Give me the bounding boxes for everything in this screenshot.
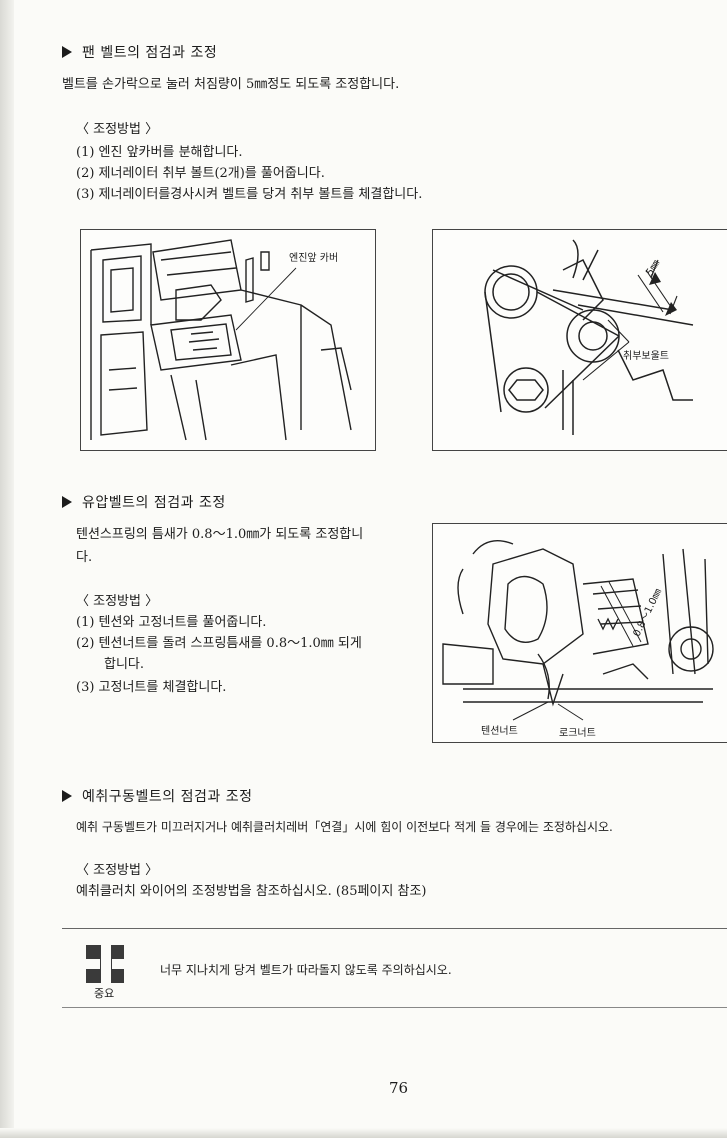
figure-hydraulic-belt-tension: 0.8～1.0㎜ 텐션너트 로크너트 (432, 523, 727, 743)
section2-heading-text: 유압벨트의 점검과 조정 (82, 495, 226, 511)
page-number: 76 (388, 1079, 409, 1097)
section3-description: 예취 구동벨트가 미끄러지거나 예취클러치레버「연결」시에 힘이 이전보다 적게… (76, 820, 613, 834)
important-cross-icon (86, 945, 124, 983)
page-shadow-edge (0, 0, 14, 1138)
engine-cover-illustration (90, 239, 352, 441)
important-badge-label: 중요 (94, 987, 115, 1000)
important-notice-text: 너무 지나치게 당겨 벨트가 따라돌지 않도록 주의하십시오. (160, 963, 452, 977)
section3-method-title: 〈 조정방법 〉 (76, 863, 159, 878)
important-notice-box: 중요 너무 지나치게 당겨 벨트가 따라돌지 않도록 주의하십시오. (62, 928, 727, 1008)
section2-description-line1: 텐션스프링의 틈새가 0.8～1.0㎜가 되도록 조정합니 (76, 527, 364, 542)
section2-description-line2: 다. (76, 550, 93, 565)
figure2-label-mount-bolt: 취부보울트 (623, 351, 669, 362)
section2-heading: 유압벨트의 점검과 조정 (62, 492, 226, 512)
triangle-bullet-icon (62, 790, 72, 802)
section2-step-2-line2: 합니다. (104, 657, 145, 672)
section1-step-3: (3) 제너레이터를경사시켜 벨트를 당겨 취부 볼트를 체결합니다. (76, 187, 423, 202)
fan-belt-illustration (484, 239, 694, 435)
section2-step-3: (3) 고정너트를 체결합니다. (76, 680, 227, 695)
section2-step-2-line1: (2) 텐션너트를 돌려 스프링틈새를 0.8～1.0㎜ 되게 (76, 636, 362, 651)
section1-step-1: (1) 엔진 앞카버를 분해합니다. (76, 145, 243, 160)
triangle-bullet-icon (62, 46, 72, 58)
section1-description: 벨트를 손가락으로 눌러 처짐량이 5㎜정도 되도록 조정합니다. (62, 77, 400, 92)
section2-step-1: (1) 텐션와 고정너트를 풀어줍니다. (76, 615, 267, 630)
figure-fan-belt-deflection: 5㎜ 취부보울트 (432, 229, 727, 451)
section1-heading: 팬 벨트의 점검과 조정 (62, 42, 217, 62)
figure1-label-engine-cover: 엔진앞 카버 (289, 253, 339, 264)
section3-method: 예취클러치 와이어의 조정방법을 참조하십시오. (85페이지 참조) (76, 884, 427, 899)
section1-heading-text: 팬 벨트의 점검과 조정 (82, 45, 218, 61)
figure3-label-tension-nut: 텐션너트 (481, 726, 518, 737)
section2-method-title: 〈 조정방법 〉 (76, 594, 159, 609)
figure3-label-lock-nut: 로크너트 (559, 728, 596, 739)
section3-heading-text: 예취구동벨트의 점검과 조정 (82, 789, 253, 805)
page-bottom-edge (0, 1128, 727, 1138)
section1-step-2: (2) 제너레이터 취부 볼트(2개)를 풀어줍니다. (76, 166, 325, 181)
section3-heading: 예취구동벨트의 점검과 조정 (62, 786, 252, 806)
hydraulic-belt-illustration (442, 540, 714, 721)
triangle-bullet-icon (62, 496, 72, 508)
figure-engine-front-cover: 엔진앞 카버 (80, 229, 376, 451)
section1-method-title: 〈 조정방법 〉 (76, 122, 159, 137)
